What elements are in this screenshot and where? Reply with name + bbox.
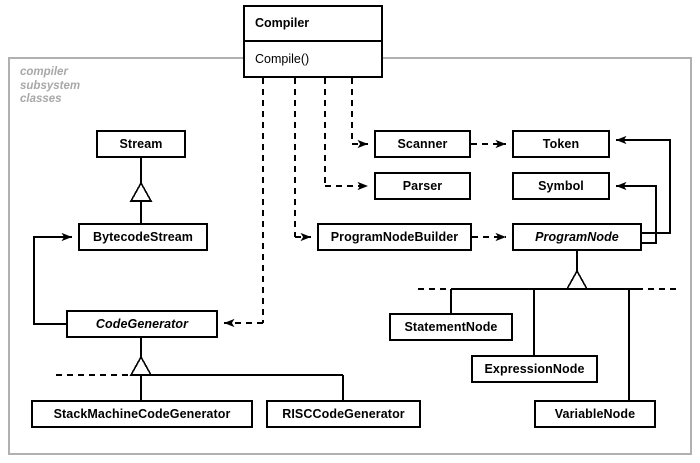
class-name-scanner: Scanner (397, 137, 448, 151)
subsystem-label: compiler subsystem classes (20, 66, 81, 105)
dependency-compiler-codegenerator (224, 78, 264, 328)
class-box-stream[interactable]: Stream (96, 130, 186, 158)
class-name-programnode: ProgramNode (535, 230, 619, 244)
class-box-statementnode[interactable]: StatementNode (389, 313, 513, 341)
subsystem-boundary-frame (8, 57, 692, 455)
class-box-expressionnode[interactable]: ExpressionNode (471, 355, 598, 383)
class-name-parser: Parser (402, 179, 443, 193)
generalization-bytecodestream-stream (129, 158, 153, 223)
class-box-bytecode[interactable]: BytecodeStream (78, 223, 208, 251)
class-box-programnode[interactable]: ProgramNode (512, 223, 642, 251)
class-name-expressionnode: ExpressionNode (484, 362, 585, 376)
class-name-stackmachine: StackMachineCodeGenerator (53, 407, 231, 421)
class-name-compiler: Compiler (245, 7, 381, 42)
class-name-bytecode: BytecodeStream (92, 230, 194, 244)
class-name-codegen: CodeGenerator (95, 317, 189, 331)
class-name-token: Token (542, 137, 580, 151)
class-box-compiler[interactable]: Compiler Compile() (243, 5, 383, 78)
class-box-scanner[interactable]: Scanner (374, 130, 471, 158)
class-box-token[interactable]: Token (512, 130, 610, 158)
class-box-pnbuilder[interactable]: ProgramNodeBuilder (317, 223, 472, 251)
class-box-risc[interactable]: RISCCodeGenerator (266, 400, 421, 428)
generalization-codegenerator-subclasses (56, 338, 344, 400)
association-codegenerator-bytecodestream (33, 232, 72, 325)
generalization-programnode-subclasses (418, 251, 679, 400)
class-operation-compile: Compile() (255, 51, 310, 66)
class-name-statementnode: StatementNode (404, 320, 498, 334)
dependency-compiler-parser (324, 78, 368, 191)
dependency-compiler-scanner (351, 78, 368, 149)
class-name-stream: Stream (119, 137, 163, 151)
class-name-symbol: Symbol (538, 179, 584, 193)
association-programnode-symbol (616, 181, 657, 244)
dependency-compiler-programnodebuilder (294, 78, 311, 242)
class-box-stackmachine[interactable]: StackMachineCodeGenerator (31, 400, 253, 428)
class-box-codegen[interactable]: CodeGenerator (66, 310, 218, 338)
class-box-variablenode[interactable]: VariableNode (534, 400, 656, 428)
class-name-pnbuilder: ProgramNodeBuilder (330, 230, 459, 244)
class-box-parser[interactable]: Parser (374, 172, 471, 200)
class-name-variablenode: VariableNode (554, 407, 636, 421)
class-box-symbol[interactable]: Symbol (512, 172, 610, 200)
class-name-risc: RISCCodeGenerator (282, 407, 405, 421)
